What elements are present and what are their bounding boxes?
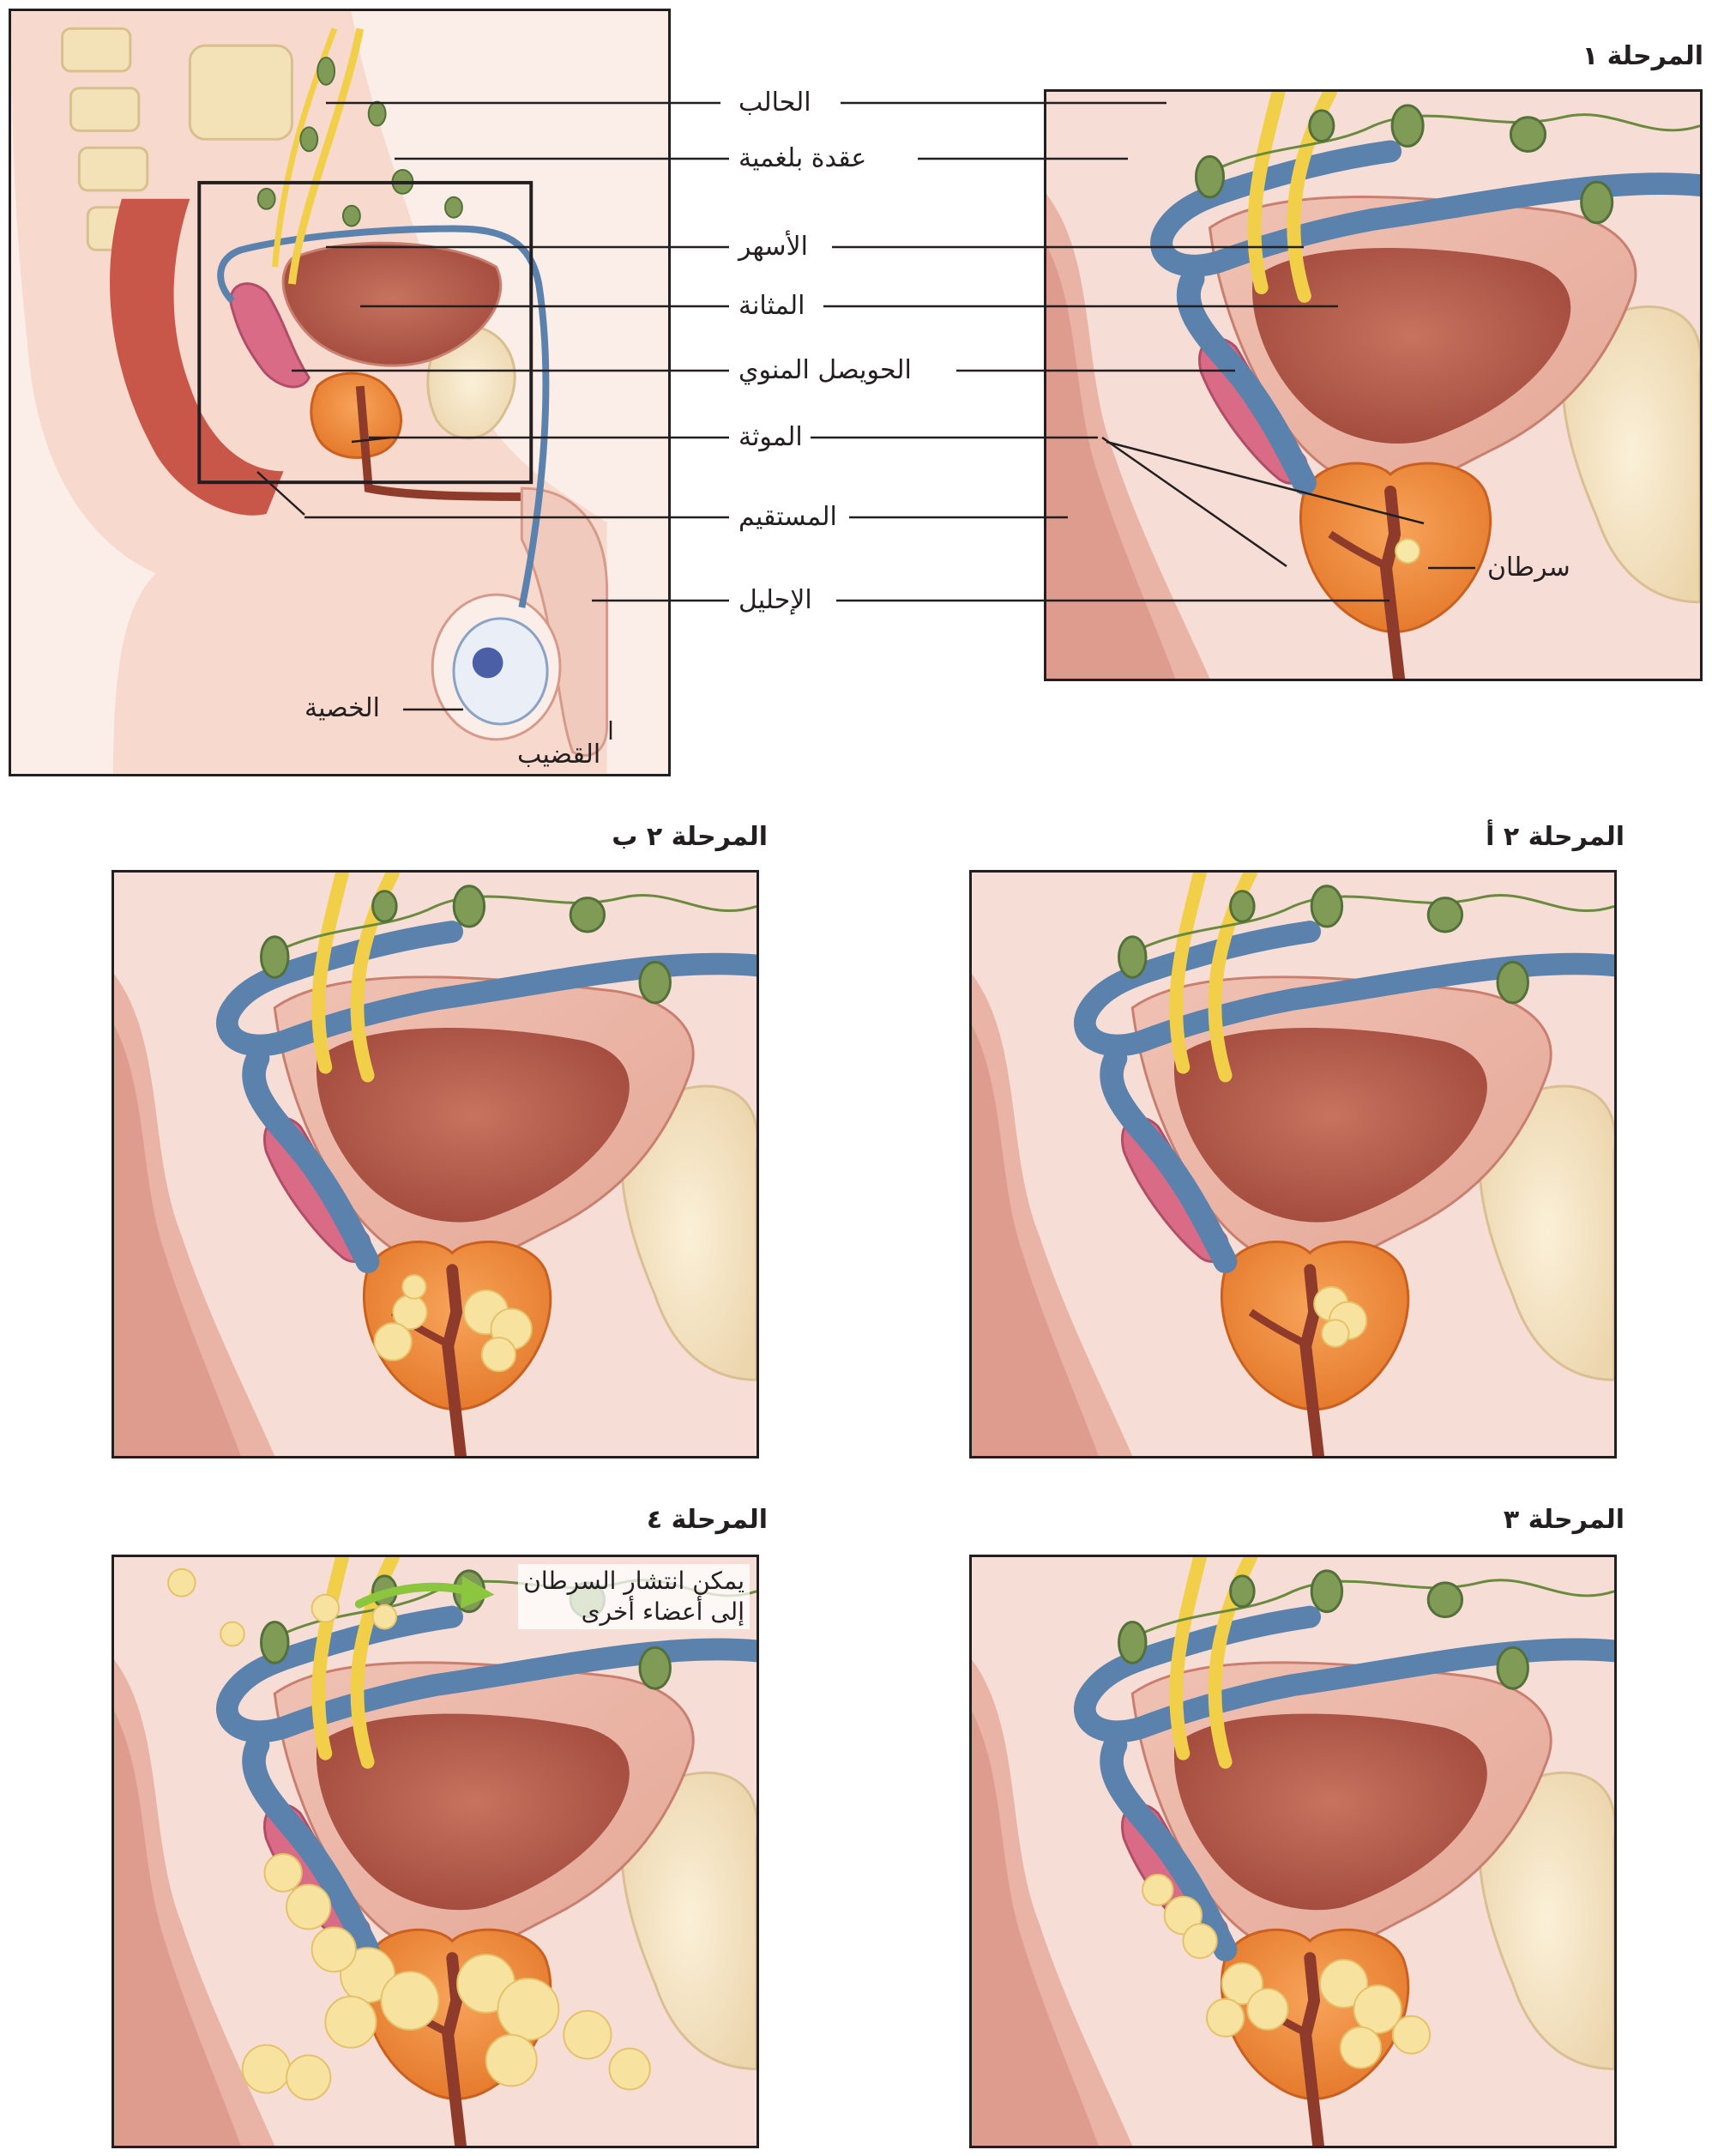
stage-2a-title: المرحلة ٢ أ bbox=[1486, 822, 1625, 852]
overview-illustration bbox=[11, 11, 609, 774]
stage-3-illustration bbox=[972, 1557, 1614, 2146]
label-urethra: الإحليل bbox=[733, 583, 817, 618]
stage-2b-panel bbox=[112, 870, 759, 1458]
stage-1-panel bbox=[1044, 89, 1703, 681]
label-cancer: سرطان bbox=[1487, 553, 1570, 583]
label-seminal-vesicle: الحويصل المنوي bbox=[733, 353, 917, 388]
cancer-spot bbox=[1395, 538, 1421, 565]
label-lymph-node: عقدة بلغمية bbox=[733, 142, 872, 176]
label-vas-deferens: الأسهر bbox=[733, 230, 813, 264]
stage-4-illustration bbox=[114, 1557, 757, 2146]
label-ureter: الحالب bbox=[733, 86, 817, 120]
stage-3-panel bbox=[969, 1555, 1617, 2148]
spread-arrow bbox=[354, 1582, 473, 1609]
label-testicle: الخصية bbox=[304, 693, 380, 723]
stage-3-title: المرحلة ٣ bbox=[1503, 1505, 1625, 1535]
spread-note-line-2: إلى أعضاء أخرى bbox=[581, 1597, 744, 1626]
stage-4-title: المرحلة ٤ bbox=[646, 1505, 768, 1535]
stage-2a-illustration bbox=[972, 873, 1614, 1456]
stage-1-title: المرحلة ١ bbox=[1582, 41, 1703, 71]
label-prostate: الموثة bbox=[733, 420, 808, 455]
label-penis: القضيب bbox=[517, 740, 601, 770]
label-bladder: المثانة bbox=[733, 289, 811, 323]
overview-panel bbox=[9, 9, 671, 776]
stage-1-illustration bbox=[1046, 92, 1700, 679]
label-rectum: المستقيم bbox=[733, 500, 842, 534]
stage-2b-title: المرحلة ٢ ب bbox=[612, 822, 768, 852]
stage-4-panel: يمكن انتشار السرطان إلى أعضاء أخرى bbox=[112, 1555, 759, 2148]
spread-note-line-1: يمكن انتشار السرطان bbox=[523, 1567, 744, 1595]
stage-2b-illustration bbox=[114, 873, 757, 1456]
stage-2a-panel bbox=[969, 870, 1617, 1458]
stage-4-spread-note: يمكن انتشار السرطان إلى أعضاء أخرى bbox=[518, 1564, 750, 1629]
